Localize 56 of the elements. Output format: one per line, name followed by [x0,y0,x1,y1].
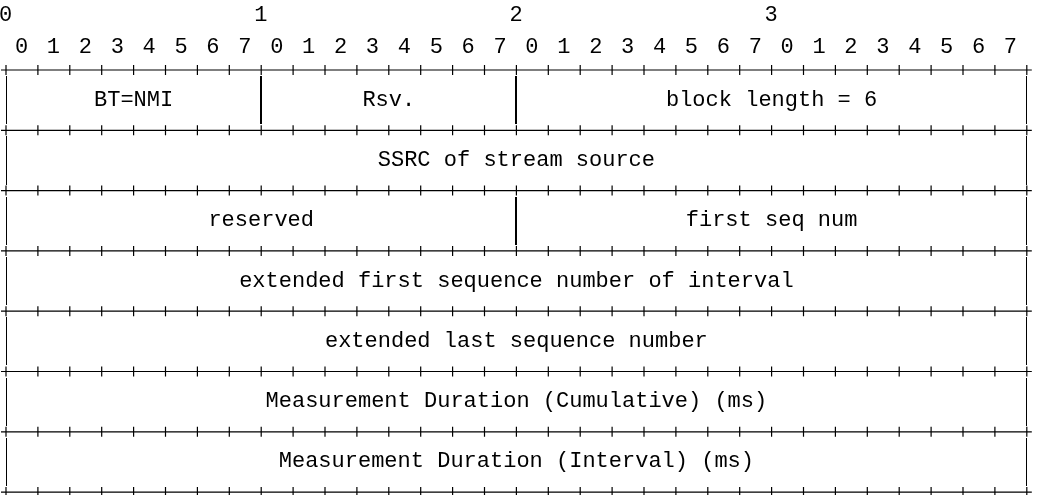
bit-number: 2 [78,36,92,60]
field-label: extended last sequence number [324,328,708,354]
packet-field [261,76,517,125]
packet-field [516,76,1027,125]
packet-field [6,377,1027,426]
bit-number: 2 [589,36,603,60]
bit-number: 4 [142,36,156,60]
octet-number: 3 [764,4,778,28]
bit-number: 5 [174,36,188,60]
bit-number: 1 [557,36,571,60]
bit-number: 2 [844,36,858,60]
bit-number: 0 [14,36,29,60]
bit-number: 0 [270,36,284,60]
bit-number: 7 [748,36,762,60]
bit-number: 5 [940,36,954,60]
field-label: block length = 6 [665,87,878,113]
bit-number: 4 [908,36,922,60]
field-label: extended first sequence number of interval [239,268,794,294]
packet-field [6,76,262,125]
packet-field [6,256,1027,306]
bit-number: 1 [812,36,826,60]
octet-number: 1 [254,4,268,28]
bit-number: 6 [971,36,986,60]
bit-number: 3 [621,36,635,60]
packet-field [6,437,1027,487]
bit-number: 4 [652,36,667,60]
bit-number: 1 [302,36,316,60]
bit-number: 4 [397,36,411,60]
packet-field [6,136,1027,185]
bit-number: 5 [429,36,443,60]
field-label: reserved [208,208,314,234]
octet-number: 2 [509,4,523,28]
bit-number: 0 [780,36,794,60]
packet-field [516,196,1027,245]
field-label: SSRC of stream source [377,147,655,173]
bit-number: 0 [525,36,539,60]
bit-number: 3 [365,36,380,60]
bit-number: 7 [238,36,252,60]
field-label: first seq num [685,208,858,234]
field-label: BT=NMI [94,87,174,113]
field-label: Measurement Duration (Interval) (ms) [278,449,755,475]
packet-field [6,317,1027,366]
bit-number: 6 [716,36,730,60]
bit-number: 6 [206,36,220,60]
field-label: Rsv. [362,87,416,113]
octet-number: 0 [0,4,13,28]
bit-number: 7 [1003,36,1018,60]
bit-number: 2 [333,36,348,60]
packet-field [6,196,517,245]
field-label: Measurement Duration (Cumulative) (ms) [265,389,768,415]
bit-number: 3 [876,36,890,60]
bit-number: 1 [46,36,61,60]
bit-number: 3 [110,36,124,60]
bit-number: 6 [461,36,475,60]
bit-number: 5 [684,36,699,60]
bit-number: 7 [493,36,507,60]
